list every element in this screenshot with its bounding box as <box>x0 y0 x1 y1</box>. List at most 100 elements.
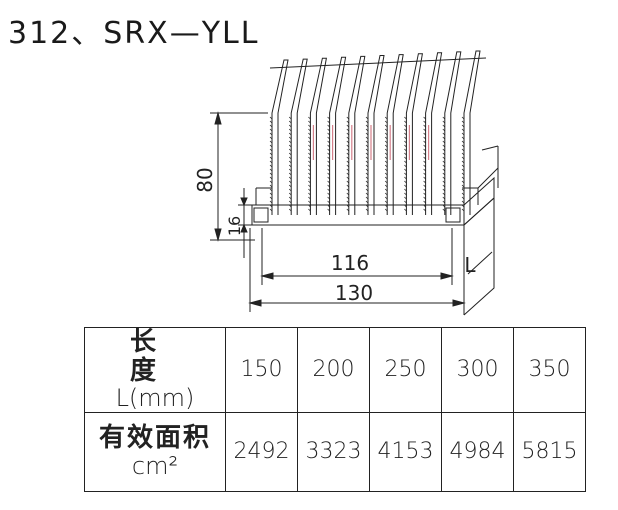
fin-serration <box>365 144 369 148</box>
fin-serration <box>404 188 407 192</box>
fin-serration <box>423 192 426 196</box>
fin-serration <box>308 116 311 120</box>
fin-serration <box>346 156 350 160</box>
fin-serration <box>461 132 465 136</box>
fin-serration <box>404 204 407 208</box>
fin-serration <box>442 152 446 156</box>
fin-serration <box>384 192 388 196</box>
row-header-area: 有效面积 cm² <box>84 411 226 492</box>
fin-serration <box>269 192 273 196</box>
fin-serration <box>308 192 311 196</box>
fin-serration <box>384 128 388 132</box>
fin-serration <box>461 200 465 204</box>
fin-serration <box>327 144 330 148</box>
fin-serration <box>404 116 407 120</box>
fin-serration <box>327 208 330 212</box>
fin-serration <box>365 120 369 124</box>
fin-serration <box>442 176 446 180</box>
fin-serration <box>346 140 350 144</box>
fin-serration <box>365 192 369 196</box>
fin-serration <box>365 172 369 176</box>
fin-serration <box>404 160 407 164</box>
fin-serration <box>442 184 446 188</box>
fin-serration <box>442 144 446 148</box>
fin-serration <box>346 152 350 156</box>
fin-serration <box>327 200 330 204</box>
row-header-length-unit: L(mm) <box>115 384 195 413</box>
fin-serration <box>327 116 330 120</box>
fin-serration <box>288 152 292 156</box>
fin-serration <box>269 188 273 192</box>
fin-serration <box>288 144 292 148</box>
fin-serration <box>269 148 273 152</box>
heatsink-fin <box>463 50 481 215</box>
fin-serration <box>461 176 465 180</box>
fin-serration <box>384 152 388 156</box>
fin-serration <box>288 124 292 128</box>
fin-serration <box>365 168 369 172</box>
fin-serration <box>288 128 292 132</box>
fin-serration <box>461 144 465 148</box>
fin-serration <box>423 152 426 156</box>
heatsink-fin <box>425 52 443 215</box>
fin-serration <box>288 204 292 208</box>
fin-serration <box>404 172 407 176</box>
fin-serration <box>404 176 407 180</box>
fin-serration <box>327 176 330 180</box>
fin-serration <box>346 196 350 200</box>
fin-serration <box>346 192 350 196</box>
fin-serration <box>346 168 350 172</box>
heatsink-fin <box>405 53 423 215</box>
fin-serration <box>404 192 407 196</box>
fin-serration <box>269 132 273 136</box>
fin-serration <box>423 176 426 180</box>
length-cell: 150 <box>225 327 298 413</box>
fin-serration <box>346 204 350 208</box>
fin-serration <box>461 168 465 172</box>
length-cell: 350 <box>513 327 586 413</box>
fin-serration <box>384 156 388 160</box>
fin-serration <box>288 156 292 160</box>
fin-serration <box>384 160 388 164</box>
dim-label-16: 16 <box>225 216 244 236</box>
fin-serration <box>327 128 330 132</box>
fin-serration <box>404 180 407 184</box>
fin-serration <box>308 196 311 200</box>
fin-serration <box>404 140 407 144</box>
fin-serration <box>346 148 350 152</box>
fin-serration <box>423 208 426 212</box>
fin-serration <box>346 160 350 164</box>
area-cell: 5815 <box>513 411 586 492</box>
fin-serration <box>327 204 330 208</box>
fin-serration <box>461 164 465 168</box>
fin-serration <box>327 132 330 136</box>
heatsink-drawing: 80 16 116 130 L <box>193 50 499 316</box>
fin-serration <box>442 160 446 164</box>
fin-serration <box>384 200 388 204</box>
fin-serration <box>423 184 426 188</box>
fin-serration <box>327 168 330 172</box>
fin-serration <box>269 180 273 184</box>
fin-serration <box>269 200 273 204</box>
fin-serration <box>461 140 465 144</box>
fin-serration <box>327 124 330 128</box>
fin-serration <box>308 128 311 132</box>
fin-serration <box>288 200 292 204</box>
fin-serration <box>365 160 369 164</box>
fin-serration <box>327 184 330 188</box>
fin-serration <box>461 180 465 184</box>
fin-serration <box>269 144 273 148</box>
fin-serration <box>404 128 407 132</box>
fin-serration <box>308 172 311 176</box>
dim-label-80: 80 <box>193 167 217 192</box>
area-cell: 4984 <box>441 411 514 492</box>
fin-serration <box>461 196 465 200</box>
fin-serration <box>365 184 369 188</box>
fin-serration <box>423 116 426 120</box>
fin-serration <box>423 120 426 124</box>
heatsink-fin <box>386 54 404 215</box>
fin-serration <box>365 188 369 192</box>
fin-serration <box>442 148 446 152</box>
fin-serration <box>288 116 292 120</box>
fin-serration <box>269 208 273 212</box>
